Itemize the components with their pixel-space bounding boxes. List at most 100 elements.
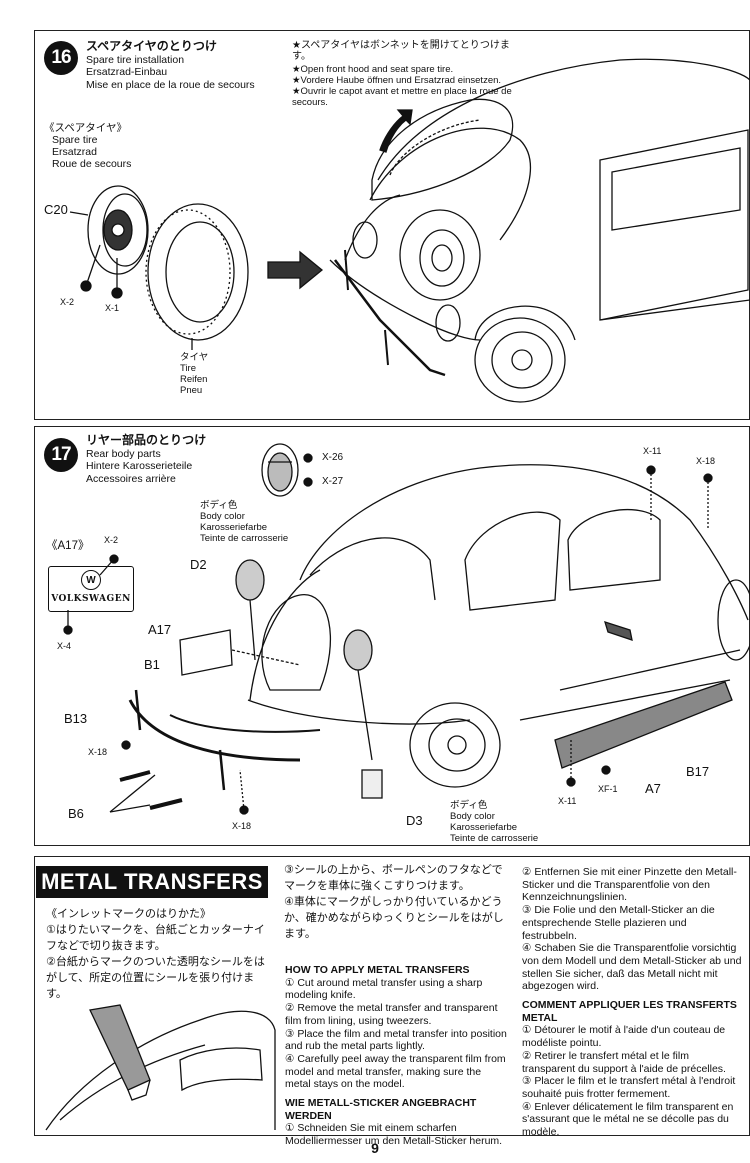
part-label-x18-left: X-18 bbox=[88, 747, 108, 757]
body-color-en: Body color bbox=[200, 511, 245, 522]
step-16-notes: ★スペアタイヤはボンネットを開けてとりつけます。 ★Open front hoo… bbox=[292, 40, 527, 108]
metal-jp-step-1: ①はりたいマークを、台紙ごとカッターナイフなどで切り抜きます。 bbox=[46, 924, 265, 952]
metal-fr-heading: COMMENT APPLIQUER LES TRANSFERTS METAL bbox=[522, 999, 737, 1024]
part-label-x18-right: X-18 bbox=[696, 456, 716, 466]
step-17-title: リヤー部品のとりつけ Rear body parts Hintere Karos… bbox=[86, 434, 206, 485]
body-color2-fr: Teinte de carrosserie bbox=[450, 833, 539, 844]
body-color-note-d2: ボディ色 Body color Karosseriefarbe Teinte d… bbox=[200, 500, 288, 544]
open-hood-illustration bbox=[371, 98, 514, 201]
insert-arrow-icon bbox=[267, 250, 324, 290]
part-label-x1: X-1 bbox=[105, 303, 120, 313]
metal-fr-step-1: ① Détourer le motif à l'aide d'un coutea… bbox=[522, 1024, 726, 1050]
part-label-a7: A7 bbox=[645, 781, 661, 796]
metal-jp-step-4: ④車体にマークがしっかり付いているかどうか、確かめながらゆっくりとシールをはがし… bbox=[284, 896, 504, 940]
body-color2-en: Body color bbox=[450, 811, 495, 822]
step-17-title-en: Rear body parts bbox=[86, 447, 161, 460]
part-label-x11-top: X-11 bbox=[643, 446, 662, 456]
metal-de-step-4: ④ Schaben Sie die Transparentfolie vorsi… bbox=[522, 942, 742, 993]
screw-x26-icon bbox=[303, 453, 313, 463]
metal-de-heading: WIE METALL-STICKER ANGEBRACHT WERDEN bbox=[285, 1097, 477, 1122]
part-label-x2-plate: X-2 bbox=[104, 535, 119, 545]
metal-de-step-1: ① Schneiden Sie mit einem scharfen Model… bbox=[285, 1122, 503, 1148]
step-16-title-de: Ersatzrad-Einbau bbox=[86, 66, 168, 78]
tire-label-jp: タイヤ bbox=[180, 352, 209, 363]
license-plate: W VOLKSWAGEN bbox=[48, 566, 134, 612]
step-17-badge: 17 bbox=[44, 438, 78, 472]
tail-lamp-illustration bbox=[261, 443, 299, 497]
metal-de-step-2: ② Entfernen Sie mit einer Pinzette den M… bbox=[522, 866, 737, 904]
part-label-x18-bottom: X-18 bbox=[232, 821, 252, 831]
step-16-note-en: ★Open front hood and seat spare tire. bbox=[292, 64, 454, 75]
step-17-title-de: Hintere Karosserieteile bbox=[86, 460, 193, 472]
wheel-rim-illustration bbox=[87, 185, 149, 275]
screw-x27-icon bbox=[303, 477, 313, 487]
metal-en-instructions: HOW TO APPLY METAL TRANSFERS ① Cut aroun… bbox=[285, 958, 509, 1148]
part-label-x27: X-27 bbox=[322, 476, 344, 487]
metal-en-heading: HOW TO APPLY METAL TRANSFERS bbox=[285, 964, 470, 976]
step-16-title-fr: Mise en place de la roue de secours bbox=[86, 78, 255, 91]
metal-fr-step-2: ② Retirer le transfert métal et le film … bbox=[522, 1049, 726, 1075]
metal-en-step-3: ③ Place the film and metal transfer into… bbox=[285, 1027, 507, 1053]
step-17-illustration bbox=[63, 443, 750, 815]
metal-fr-step-3: ③ Placer le film et le transfert métal à… bbox=[522, 1075, 736, 1100]
spare-tire-subassembly-label: 《スペアタイヤ》 Spare tire Ersatzrad Roue de se… bbox=[44, 122, 131, 170]
step-16-note-fr: ★Ouvrir le capot avant et mettre en plac… bbox=[292, 86, 512, 108]
vw-logo-icon: W bbox=[81, 570, 101, 590]
part-label-b6: B6 bbox=[68, 806, 84, 821]
body-color2-de: Karosseriefarbe bbox=[450, 822, 518, 833]
body-color-fr: Teinte de carrosserie bbox=[200, 533, 289, 544]
part-label-d3: D3 bbox=[406, 813, 423, 828]
metal-de-step-3: ③ Die Folie und den Metall-Sticker an di… bbox=[522, 904, 715, 942]
running-board-b17 bbox=[554, 681, 733, 769]
step-16-title-en: Spare tire installation bbox=[86, 53, 185, 66]
tire-illustration bbox=[147, 203, 249, 341]
metal-transfers-title: METAL TRANSFERS bbox=[36, 866, 268, 898]
step-16-note-jp: ★スペアタイヤはボンネットを開けてとりつけます。 bbox=[292, 40, 510, 62]
plate-subassembly-label: 《A17》 bbox=[46, 540, 90, 552]
metal-jp-step-3: ③シールの上から、ボールペンのフタなどでマークを車体に強くこすりつけます。 bbox=[284, 864, 503, 892]
part-label-b17: B17 bbox=[686, 764, 710, 779]
metal-jp-step-2: ②台紙からマークのついた透明なシールをはがして、所定の位置にシールを張り付けます… bbox=[46, 956, 265, 1000]
step-16-title-jp: スペアタイヤのとりつけ bbox=[86, 39, 217, 53]
part-label-b1: B1 bbox=[144, 657, 160, 672]
spare-tire-label-en: Spare tire bbox=[52, 134, 98, 146]
body-color2-jp: ボディ色 bbox=[450, 800, 488, 811]
metal-en-step-1: ① Cut around metal transfer using a shar… bbox=[285, 976, 483, 1002]
metal-jp-heading: 《インレットマークのはりかた》 bbox=[46, 908, 211, 920]
spare-tire-label-fr: Roue de secours bbox=[52, 158, 132, 170]
part-label-b13: B13 bbox=[64, 711, 88, 726]
step-17-title-fr: Accessoires arrière bbox=[86, 472, 176, 485]
metal-de-fr-instructions: ② Entfernen Sie mit einer Pinzette den M… bbox=[522, 866, 744, 1139]
plate-part-a17 bbox=[179, 629, 233, 676]
step-16-note-de: ★Vordere Haube öffnen und Ersatzrad eins… bbox=[292, 75, 502, 86]
body-color-note-d3: ボディ色 Body color Karosseriefarbe Teinte d… bbox=[450, 800, 538, 844]
part-label-x2-step16: X-2 bbox=[60, 297, 75, 307]
pen-tool-icon bbox=[89, 1004, 151, 1091]
tire-label-de: Reifen bbox=[180, 374, 208, 385]
license-plate-text: VOLKSWAGEN bbox=[51, 594, 131, 604]
metal-jp-instructions-left: 《インレットマークのはりかた》 ①はりたいマークを、台紙ごとカッターナイフなどで… bbox=[46, 906, 274, 1002]
metal-en-step-4: ④ Carefully peel away the transparent fi… bbox=[285, 1052, 506, 1091]
car-body-illustration bbox=[299, 464, 749, 621]
metal-fr-step-4: ④ Enlever délicatement le film transpare… bbox=[522, 1100, 734, 1139]
spare-tire-label-de: Ersatzrad bbox=[52, 146, 97, 158]
hood-open-arrow-icon bbox=[379, 109, 413, 153]
spare-tire-label-jp: 《スペアタイヤ》 bbox=[44, 122, 127, 134]
part-label-x26: X-26 bbox=[322, 452, 344, 463]
step-16-badge: 16 bbox=[44, 41, 78, 75]
body-color-jp: ボディ色 bbox=[200, 500, 238, 511]
step-16-title: スペアタイヤのとりつけ Spare tire installation Ersa… bbox=[86, 40, 255, 91]
step-16-illustration bbox=[69, 58, 750, 403]
tire-label-fr: Pneu bbox=[180, 385, 203, 396]
part-label-d2: D2 bbox=[190, 557, 207, 572]
body-color-de: Karosseriefarbe bbox=[200, 522, 268, 533]
page-number: 9 bbox=[371, 1140, 379, 1156]
part-label-c20: C20 bbox=[44, 202, 68, 217]
tire-label: タイヤ Tire Reifen Pneu bbox=[180, 352, 208, 396]
part-label-x4: X-4 bbox=[57, 641, 72, 651]
part-label-a17: A17 bbox=[148, 622, 172, 637]
metal-jp-instructions-mid: ③シールの上から、ボールペンのフタなどでマークを車体に強くこすりつけます。 ④車… bbox=[284, 862, 510, 942]
step-17-title-jp: リヤー部品のとりつけ bbox=[86, 433, 207, 447]
metal-en-step-2: ② Remove the metal transfer and transpar… bbox=[285, 1002, 498, 1027]
